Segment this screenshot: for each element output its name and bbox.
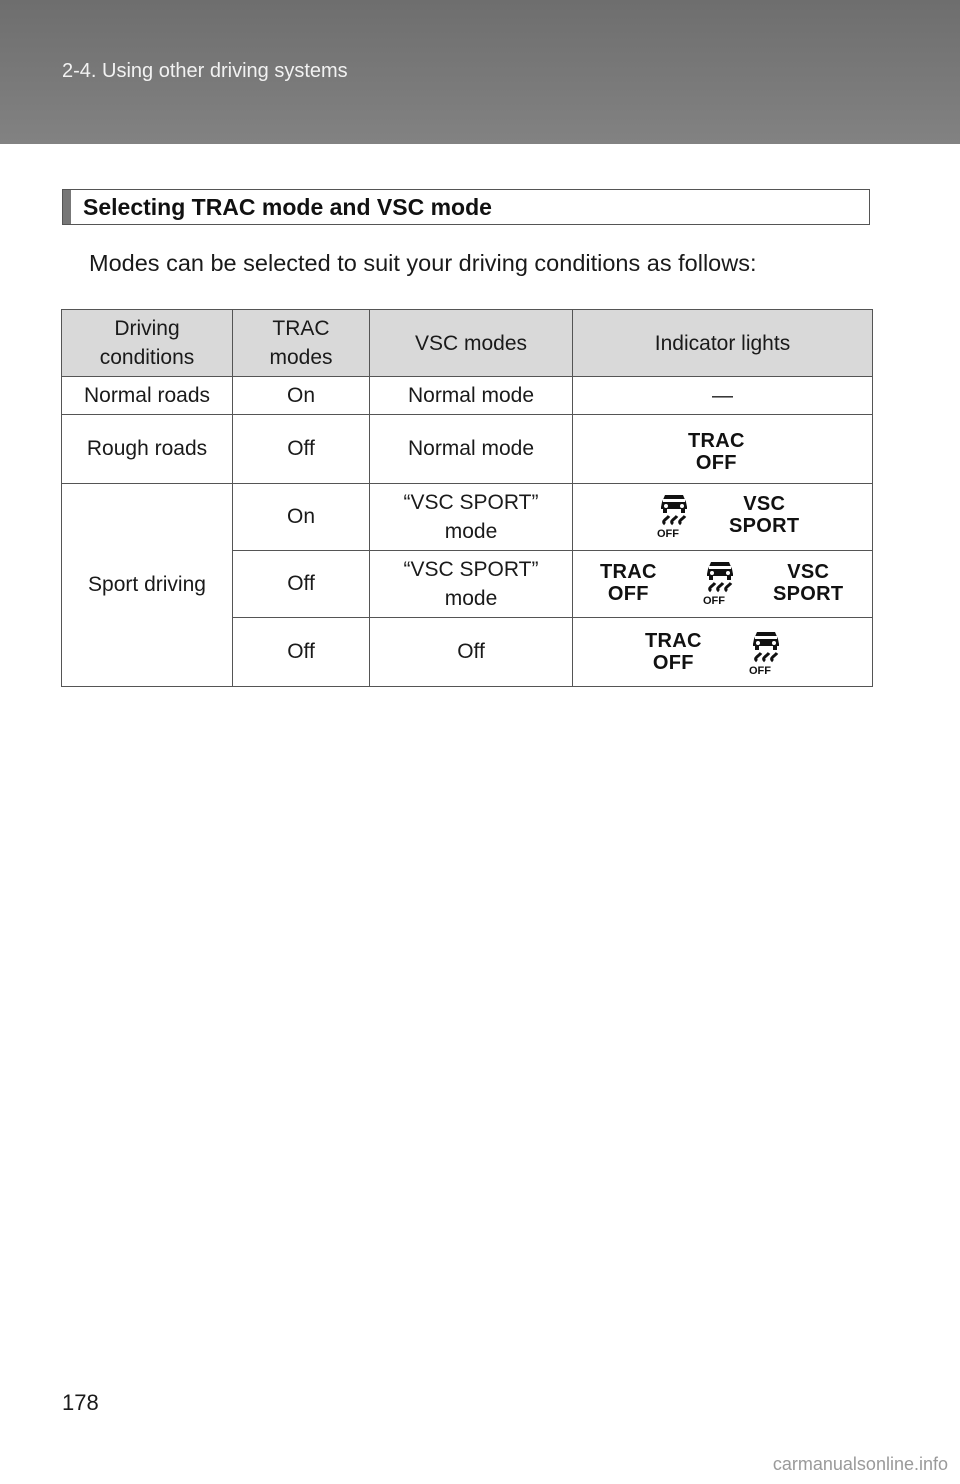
- table-row: Sport driving On “VSC SPORT”mode: [61, 483, 873, 687]
- slip-indicator-off-icon: OFF: [749, 628, 783, 677]
- vsc-cell: Normal mode: [369, 414, 573, 484]
- watermark: carmanualsonline.info: [772, 1454, 948, 1474]
- vsc-cell: “VSC SPORT”mode: [369, 483, 573, 551]
- trac-cell: Off: [232, 617, 370, 687]
- vsc-cell: Normal mode: [369, 376, 573, 415]
- trac-cell: On: [232, 376, 370, 415]
- section-header-marker: [63, 190, 71, 224]
- section-header: Selecting TRAC mode and VSC mode: [62, 189, 870, 225]
- slip-indicator-off-icon: OFF: [703, 558, 737, 607]
- trac-cell: Off: [232, 414, 370, 484]
- header-vsc-modes: VSC modes: [369, 309, 573, 377]
- condition-cell: Rough roads: [61, 414, 233, 484]
- intro-text: Modes can be selected to suit your drivi…: [89, 250, 757, 276]
- table-row: Normal roads On Normal mode —: [61, 376, 873, 415]
- lights-cell: —: [572, 376, 873, 415]
- header-indicator-lights: Indicator lights: [572, 309, 873, 377]
- condition-cell: Sport driving: [61, 483, 233, 687]
- vsc-cell: Off: [369, 617, 573, 687]
- condition-cell: Normal roads: [61, 376, 233, 415]
- slip-indicator-off-icon: OFF: [657, 491, 691, 540]
- section-path: 2-4. Using other driving systems: [62, 60, 348, 82]
- header-band: [0, 0, 960, 144]
- trac-cell: On: [232, 483, 370, 551]
- vsc-cell: “VSC SPORT”mode: [369, 550, 573, 618]
- page-number: 178: [62, 1390, 99, 1415]
- section-title: Selecting TRAC mode and VSC mode: [83, 194, 492, 220]
- trac-cell: Off: [232, 550, 370, 618]
